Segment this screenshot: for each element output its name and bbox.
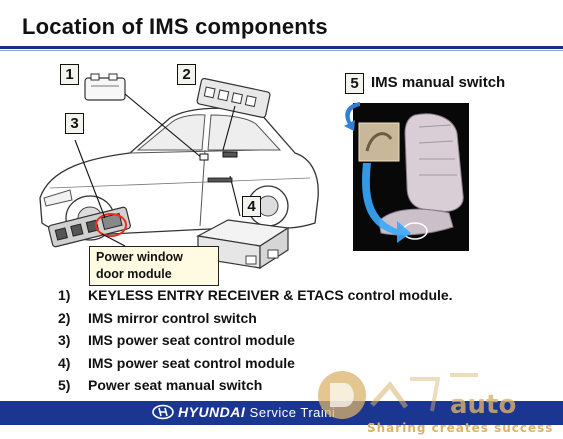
list-item: 4)IMS power seat control module — [58, 354, 295, 371]
list-item: 2)IMS mirror control switch — [58, 309, 257, 326]
slide-title: Location of IMS components — [22, 14, 328, 39]
seat-backrest — [404, 113, 464, 212]
leader-line-1 — [124, 93, 203, 159]
callout-pointer — [101, 233, 126, 247]
leader-line-3 — [74, 139, 106, 219]
watermark-tagline: Sharing creates success — [367, 421, 554, 435]
car-window-rear — [207, 114, 282, 151]
svg-text:auto: auto — [450, 390, 516, 420]
leader-target-4 — [207, 177, 233, 183]
list-item: 1)KEYLESS ENTRY RECEIVER & ETACS control… — [58, 287, 453, 303]
leader-line-2 — [222, 105, 236, 151]
leader-target-1 — [199, 153, 209, 161]
list-item: 5)Power seat manual switch — [58, 377, 263, 393]
label-2: 2 — [177, 64, 196, 85]
seat-photo — [353, 103, 469, 251]
leader-line-4 — [229, 175, 241, 217]
hyundai-logo-icon — [152, 404, 174, 420]
label-5: 5 — [345, 73, 364, 94]
footer-brand: HYUNDAI Service Traini — [178, 404, 336, 420]
title-divider — [0, 46, 563, 49]
power-window-callout: Power window door module — [89, 246, 219, 286]
title-divider-thin — [0, 50, 563, 51]
mirror-switch-panel — [196, 77, 271, 119]
rear-wheel-hub — [257, 195, 279, 217]
switch-closeup — [358, 122, 400, 162]
callout-line-2: door module — [96, 267, 172, 281]
blue-arrow — [362, 163, 411, 243]
component-list: 1)KEYLESS ENTRY RECEIVER & ETACS control… — [58, 287, 453, 400]
label-4: 4 — [242, 196, 261, 217]
seat-illustration — [353, 103, 469, 251]
label-3: 3 — [65, 113, 84, 134]
switch-highlight-circle — [95, 213, 127, 237]
list-item: 3)IMS power seat control module — [58, 332, 295, 348]
headlight — [43, 189, 73, 207]
power-window-switch — [48, 206, 131, 248]
footer-strip — [0, 425, 563, 439]
footer-bar — [0, 401, 563, 425]
receiver-module — [84, 73, 126, 101]
leader-target-2 — [222, 151, 238, 158]
callout-line-1: Power window — [96, 250, 183, 264]
switch-title: IMS manual switch — [371, 74, 506, 91]
watermark-logo: auto — [318, 371, 516, 420]
blue-curved-arrow-icon — [344, 102, 360, 131]
label-1: 1 — [60, 64, 79, 85]
